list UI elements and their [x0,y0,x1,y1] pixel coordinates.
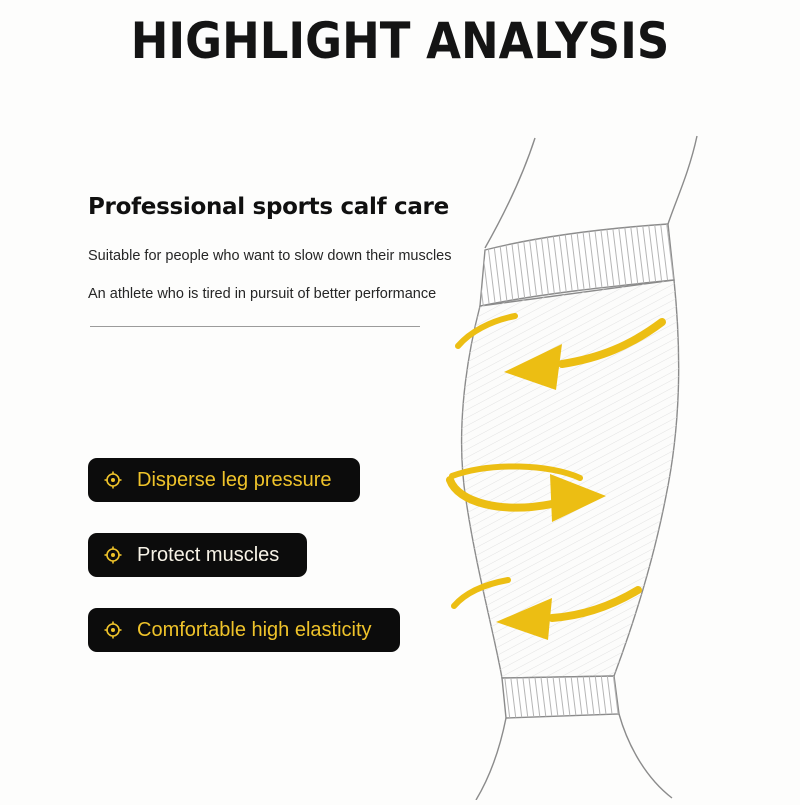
compression-arrow-middle [446,463,606,522]
target-icon [104,546,122,564]
calf-sleeve-svg [446,135,698,801]
feature-label: Disperse leg pressure [137,468,332,491]
intro-heading: Professional sports calf care [88,194,449,220]
intro-line-2: An athlete who is tired in pursuit of be… [88,286,437,302]
leg-outline [484,135,698,249]
intro-section: Professional sports calf care Suitable f… [88,194,468,324]
feature-label: Protect muscles [137,543,280,566]
calf-sleeve-illustration [400,128,772,801]
feature-badge-protect: Protect muscles [88,533,308,577]
ankle-outline [475,713,673,801]
feature-badge-elasticity: Comfortable high elasticity [88,608,400,652]
compression-arrow-bottom [451,577,642,640]
feature-badge-disperse: Disperse leg pressure [88,458,360,502]
compression-arrow-top [455,313,666,390]
feature-label: Comfortable high elasticity [137,618,372,641]
sleeve-bottom-cuff [501,675,620,719]
feature-badges: Disperse leg pressure Protect muscles [88,458,400,652]
intro-line-1: Suitable for people who want to slow dow… [88,248,452,264]
page-title: HIGHLIGHT ANALYSIS [130,12,670,71]
target-icon [104,621,122,639]
divider [90,326,420,327]
target-icon [104,471,122,489]
sleeve-body [460,279,680,679]
